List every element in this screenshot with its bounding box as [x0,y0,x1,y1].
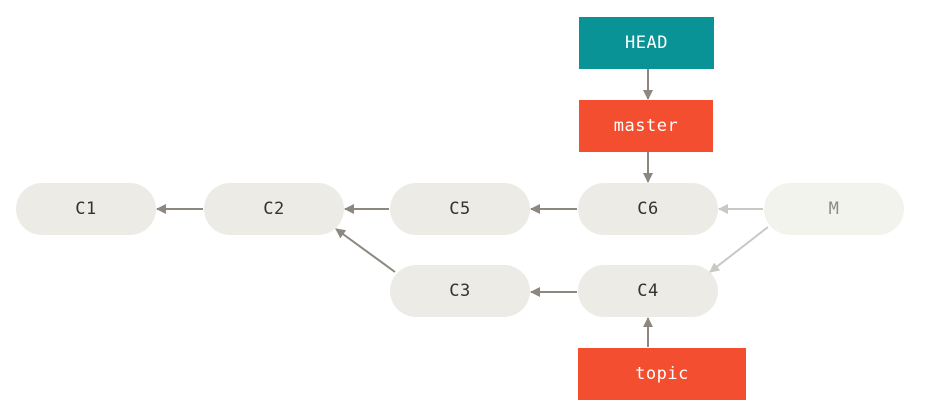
arrow-c3-to-c2 [335,228,396,273]
topic-branch: topic [578,348,746,400]
commit-c6: C6 [578,183,718,235]
head-pointer: HEAD [579,17,714,69]
commit-c5: C5 [390,183,530,235]
commit-m: M [764,183,904,235]
commit-c1: C1 [16,183,156,235]
master-branch: master [579,100,713,152]
arrow-m-to-c4 [709,226,769,273]
commit-c2: C2 [204,183,344,235]
commit-c3: C3 [390,265,530,317]
commit-c4: C4 [578,265,718,317]
